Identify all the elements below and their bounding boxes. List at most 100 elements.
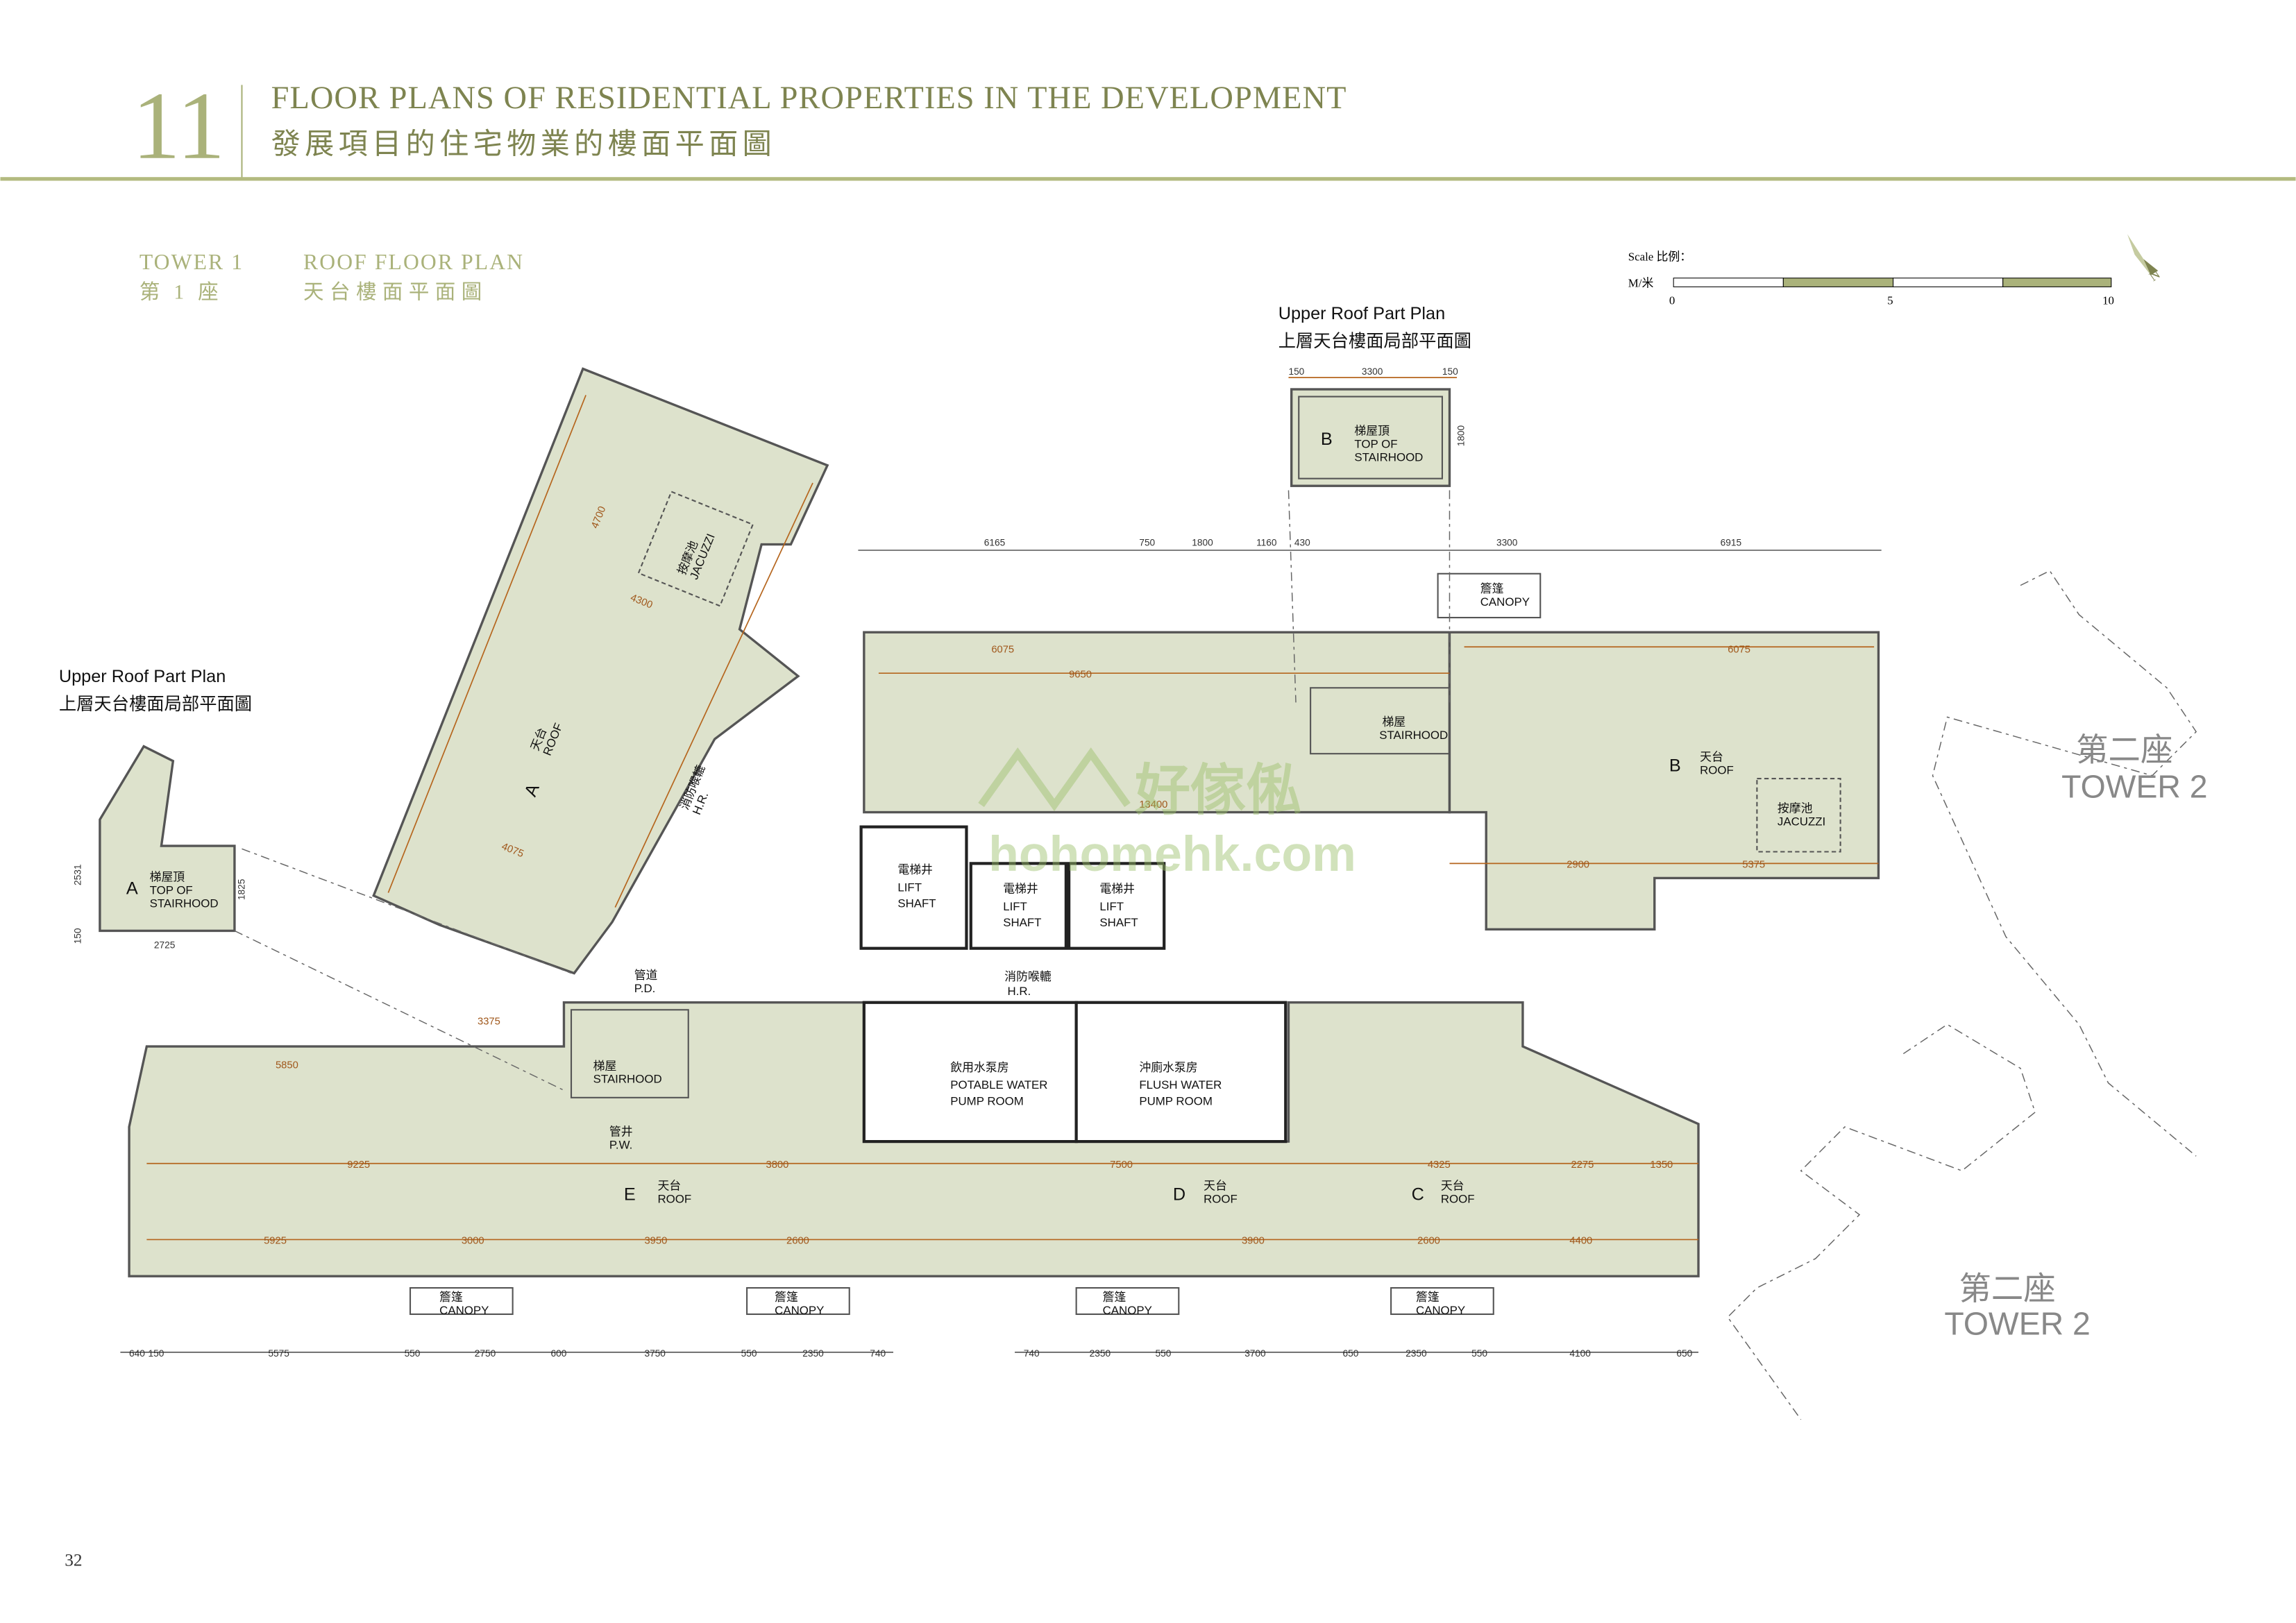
svg-text:740: 740	[870, 1348, 886, 1359]
svg-text:CANOPY: CANOPY	[439, 1304, 489, 1317]
svg-text:LIFT: LIFT	[1099, 900, 1124, 913]
svg-text:CANOPY: CANOPY	[775, 1304, 824, 1317]
svg-text:650: 650	[1343, 1348, 1359, 1359]
svg-text:CANOPY: CANOPY	[1480, 595, 1530, 609]
svg-text:STAIRHOOD: STAIRHOOD	[593, 1073, 662, 1086]
svg-text:第二座: 第二座	[2076, 732, 2172, 768]
svg-text:管井: 管井	[609, 1125, 633, 1139]
svg-text:ROOF: ROOF	[1204, 1193, 1238, 1206]
svg-text:簷篷: 簷篷	[1103, 1291, 1126, 1304]
svg-text:2350: 2350	[1406, 1348, 1427, 1359]
svg-text:天台: 天台	[1441, 1180, 1464, 1193]
lift-shaft-1	[859, 825, 968, 950]
svg-text:SHAFT: SHAFT	[1003, 916, 1041, 929]
svg-text:CANOPY: CANOPY	[1416, 1304, 1465, 1317]
svg-text:好傢俬: 好傢俬	[1134, 758, 1301, 821]
svg-text:550: 550	[741, 1348, 757, 1359]
svg-text:沖廁水泵房: 沖廁水泵房	[1139, 1060, 1197, 1074]
scale-bar: Scale 比例： M/米 0 5 10	[1628, 250, 2114, 307]
svg-text:1800: 1800	[1192, 538, 1213, 548]
lift-shaft-3	[1067, 862, 1166, 950]
svg-text:梯屋: 梯屋	[593, 1060, 617, 1073]
svg-text:6165: 6165	[984, 538, 1006, 548]
svg-text:POTABLE WATER: POTABLE WATER	[950, 1078, 1047, 1091]
svg-text:9225: 9225	[347, 1159, 370, 1171]
canopy-label-3: 簷篷 CANOPY	[1103, 1291, 1152, 1317]
svg-text:600: 600	[550, 1348, 566, 1359]
svg-text:簷篷: 簷篷	[439, 1291, 463, 1304]
svg-text:3900: 3900	[1242, 1236, 1265, 1247]
flush-water-pump-room	[1074, 1001, 1288, 1144]
svg-text:上層天台樓面局部平面圖: 上層天台樓面局部平面圖	[1278, 332, 1471, 351]
watermark: 好傢俬 hohomehk.com	[978, 747, 1356, 882]
svg-text:0: 0	[1669, 294, 1675, 307]
svg-text:5925: 5925	[264, 1236, 287, 1247]
svg-text:SHAFT: SHAFT	[1099, 916, 1138, 929]
svg-text:CANOPY: CANOPY	[1103, 1304, 1152, 1317]
svg-text:5: 5	[1887, 294, 1893, 307]
svg-text:150: 150	[72, 928, 83, 944]
svg-text:TOP OF: TOP OF	[150, 884, 193, 897]
svg-text:B: B	[1669, 756, 1681, 775]
svg-text:A: A	[126, 879, 138, 899]
room-label-roof-c: C 天台 ROOF	[1412, 1180, 1475, 1206]
svg-text:640: 640	[129, 1348, 145, 1359]
svg-text:STAIRHOOD: STAIRHOOD	[1379, 729, 1448, 742]
svg-text:簷篷: 簷篷	[1480, 582, 1504, 595]
canopy-label-2: 簷篷 CANOPY	[775, 1291, 824, 1317]
svg-text:7500: 7500	[1110, 1159, 1133, 1171]
room-label-pipe-well: 管井 P.W.	[609, 1125, 633, 1152]
svg-text:PUMP ROOM: PUMP ROOM	[950, 1094, 1024, 1107]
svg-text:Scale 比例：: Scale 比例：	[1628, 250, 1691, 263]
svg-text:1825: 1825	[237, 878, 247, 900]
header-rule	[0, 177, 2296, 181]
room-label-hose-reel: 消防喉轆 H.R.	[1004, 970, 1052, 998]
stairhood-right	[1310, 687, 1451, 755]
upper-roof-plan-a: Upper Roof Part Plan 上層天台樓面局部平面圖 2531 27…	[59, 667, 252, 951]
canopy-top	[1437, 572, 1542, 619]
svg-text:1800: 1800	[1456, 425, 1467, 446]
svg-text:550: 550	[1156, 1348, 1172, 1359]
room-label-lift-shaft-3: 電梯井 LIFT SHAFT	[1099, 883, 1138, 930]
svg-text:天台: 天台	[657, 1180, 681, 1193]
svg-text:5850: 5850	[276, 1060, 298, 1071]
svg-text:10: 10	[2102, 294, 2114, 307]
roof-b-area	[1448, 631, 1880, 931]
dimensions-bottom-right: 740 2350 550 3700 650 2350 550 4100 650	[1024, 1348, 1693, 1359]
svg-text:PUMP ROOM: PUMP ROOM	[1139, 1094, 1213, 1107]
svg-text:ROOF: ROOF	[1441, 1193, 1475, 1206]
svg-text:飲用水泵房: 飲用水泵房	[950, 1061, 1008, 1074]
svg-text:STAIRHOOD: STAIRHOOD	[1354, 450, 1423, 464]
svg-text:2531: 2531	[72, 865, 83, 885]
svg-text:150: 150	[1442, 366, 1458, 377]
room-label-lift-shaft-2: 電梯井 LIFT SHAFT	[1003, 883, 1041, 930]
svg-text:740: 740	[1024, 1348, 1040, 1359]
svg-text:3750: 3750	[644, 1348, 666, 1359]
svg-text:LIFT: LIFT	[897, 881, 922, 894]
svg-text:2350: 2350	[1090, 1348, 1111, 1359]
svg-text:電梯井: 電梯井	[1003, 883, 1038, 896]
svg-text:3700: 3700	[1244, 1348, 1266, 1359]
north-arrow-icon: N	[2127, 234, 2163, 284]
canopy-label-4: 簷篷 CANOPY	[1416, 1291, 1465, 1317]
room-label-stairhood-left: 梯屋 STAIRHOOD	[593, 1060, 662, 1086]
svg-text:3300: 3300	[1362, 366, 1383, 377]
svg-text:9650: 9650	[1069, 670, 1092, 681]
room-label-roof-b: B 天台 ROOF	[1669, 751, 1734, 777]
svg-text:C: C	[1412, 1184, 1424, 1204]
svg-text:TOWER 2: TOWER 2	[1944, 1306, 2091, 1342]
svg-text:2750: 2750	[475, 1348, 496, 1359]
svg-text:JACUZZI: JACUZZI	[1778, 815, 1825, 829]
svg-text:M/米: M/米	[1628, 276, 1654, 289]
svg-text:天台: 天台	[1700, 751, 1723, 764]
dimensions-interior: 9225 5925 3000 3950 2600 7500 3900 4325 …	[264, 505, 1765, 1247]
svg-text:750: 750	[1139, 538, 1155, 548]
svg-text:梯屋: 梯屋	[1382, 715, 1406, 729]
svg-text:150: 150	[1288, 366, 1304, 377]
svg-text:D: D	[1173, 1184, 1185, 1204]
svg-text:B: B	[1321, 430, 1333, 449]
svg-text:550: 550	[405, 1348, 421, 1359]
svg-text:2275: 2275	[1571, 1159, 1594, 1171]
svg-text:2600: 2600	[1417, 1236, 1440, 1247]
